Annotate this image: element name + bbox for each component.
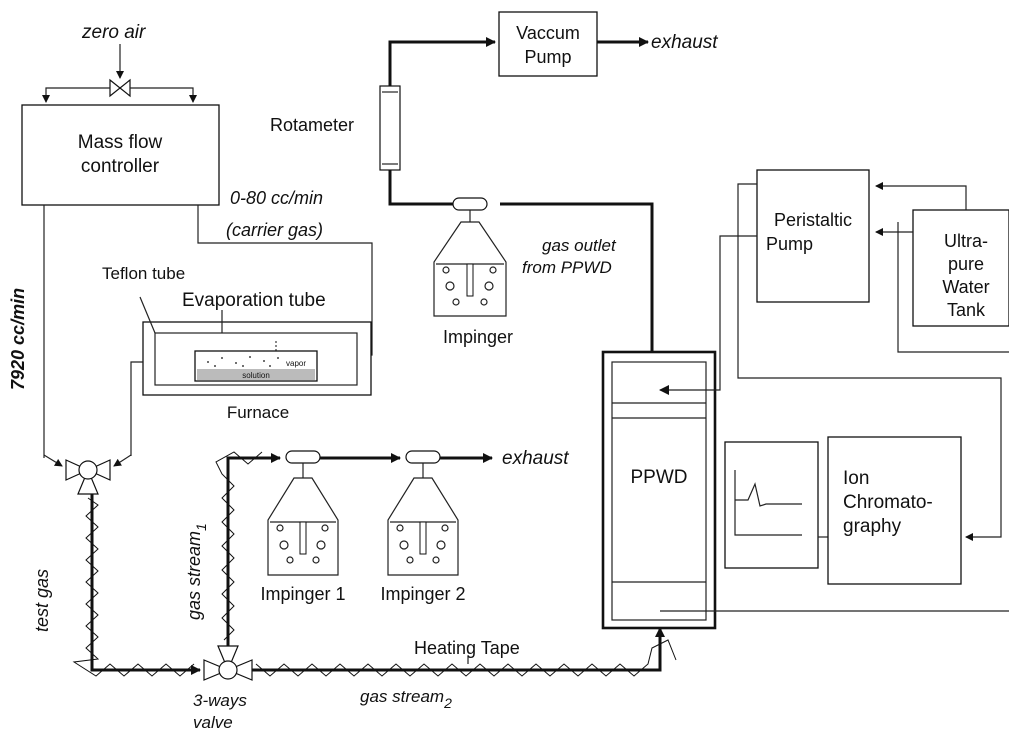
vapor-label: vapor — [286, 359, 306, 368]
zero-air-valve — [109, 78, 131, 98]
ic-label-3: graphy — [843, 516, 902, 537]
tank-to-pump-line-1 — [875, 182, 967, 210]
mfc-label-line2: controller — [81, 156, 160, 177]
carrier-flow-label: 0-80 cc/min — [230, 188, 323, 208]
furnace-outlet-line — [130, 361, 143, 456]
ic-label-1: Ion — [843, 468, 869, 489]
test-gas-label: test gas — [32, 569, 52, 632]
impinger-top — [433, 197, 507, 317]
gas-outlet-label-1: gas outlet — [542, 236, 617, 255]
test-gas-line — [90, 494, 201, 675]
mixing-valve — [65, 459, 111, 495]
peristaltic-label-2: Pump — [766, 234, 813, 254]
solution-level — [197, 369, 315, 380]
impinger-1 — [267, 450, 339, 576]
impinger-1-label: Impinger 1 — [260, 584, 345, 604]
zero-air-label: zero air — [81, 22, 146, 43]
split-line-right — [130, 87, 197, 103]
furnace-outlet-arrow — [113, 454, 132, 467]
vacuum-pump-label-2: Pump — [524, 47, 571, 67]
peristaltic-pump: Peristaltic Pump — [756, 169, 870, 303]
water-tank: Ultra- pure Water Tank — [912, 209, 1009, 327]
water-tank-label-4: Tank — [947, 300, 986, 320]
ppwd-label: PPWD — [631, 467, 688, 488]
gas-outlet-label-2: from PPWD — [522, 258, 612, 277]
ion-chromatography: Ion Chromato- graphy — [827, 436, 962, 585]
zero-air-supply: zero air — [42, 22, 197, 103]
teflon-tube-leader — [139, 296, 156, 334]
gas-stream-1-line — [226, 453, 281, 646]
teflon-tube-label: Teflon tube — [102, 264, 185, 283]
impinger-top-label: Impinger — [443, 327, 513, 347]
three-way-valve — [203, 645, 253, 681]
three-way-valve-label-2: valve — [193, 713, 233, 732]
pump-to-ppwd-line — [659, 235, 757, 395]
impinger-2 — [387, 450, 459, 576]
ppwd: PPWD — [601, 350, 717, 630]
water-tank-label-3: Water — [942, 277, 989, 297]
evaporation-tube-label: Evaporation tube — [182, 290, 326, 311]
solution-label: solution — [242, 371, 270, 380]
tank-drain-line — [897, 222, 1009, 353]
rotameter-to-pump-line — [388, 37, 496, 86]
gas-stream-2-label: gas stream2 — [360, 687, 452, 711]
pump-to-ic-line — [737, 183, 1002, 541]
ppwd-gas-outlet-line — [500, 202, 654, 352]
chromatogram-trace — [735, 482, 802, 507]
heating-tape-gas-stream-2 — [255, 639, 677, 677]
vacuum-pump: Vaccum Pump — [498, 11, 598, 77]
ic-label-2: Chromato- — [843, 492, 933, 513]
three-way-valve-label-1: 3-ways — [193, 691, 247, 710]
impinger-to-rotameter-line — [388, 170, 453, 206]
main-dilution-arrow — [43, 454, 63, 467]
furnace-label: Furnace — [227, 403, 289, 422]
heating-tape-gas-stream-1 — [215, 451, 263, 641]
peristaltic-label-1: Peristaltic — [774, 210, 852, 230]
heating-tape-label: Heating Tape — [414, 638, 520, 658]
rotameter-label: Rotameter — [270, 115, 354, 135]
rotameter — [379, 85, 401, 171]
exhaust-mid-label: exhaust — [502, 448, 569, 469]
heating-tape-test-gas — [72, 497, 195, 677]
gas-stream-2-line — [252, 627, 665, 672]
main-flow-label: 7920 cc/min — [8, 288, 28, 390]
vacuum-pump-label-1: Vaccum — [516, 23, 580, 43]
mass-flow-controller: Mass flow controller — [21, 104, 220, 206]
exhaust-top-label: exhaust — [651, 32, 718, 53]
chromatogram-display — [724, 441, 819, 569]
gas-stream-1-label: gas stream1 — [184, 523, 209, 620]
water-tank-label-1: Ultra- — [944, 231, 988, 251]
vapor-dots — [207, 356, 279, 367]
carrier-gas-label: (carrier gas) — [226, 220, 323, 240]
furnace: Teflon tube solution vapor Evaporation t… — [102, 264, 372, 422]
mfc-label-line1: Mass flow — [78, 132, 163, 153]
teflon-tube — [154, 332, 358, 386]
impinger-2-label: Impinger 2 — [380, 584, 465, 604]
water-tank-label-2: pure — [948, 254, 984, 274]
split-line-left — [42, 87, 110, 103]
